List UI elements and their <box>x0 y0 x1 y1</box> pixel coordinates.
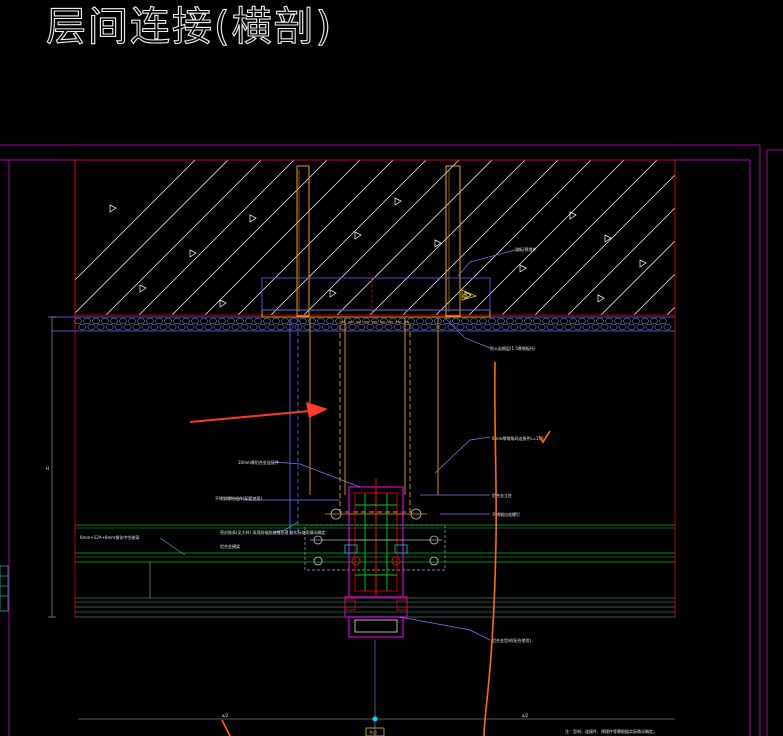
note-screw: 不锈钢自攻螺钉 <box>492 511 520 517</box>
markup-strokes <box>221 361 551 736</box>
dimension-total-height: H <box>46 466 49 471</box>
fire-insulation-band <box>52 316 675 332</box>
leader-lines <box>159 249 516 641</box>
drawing-title: 层间连接(横剖) <box>46 4 333 50</box>
floor-slab <box>74 159 676 617</box>
note-steel-bracket: 6mm厚钢角码连接件L=170 <box>492 435 544 441</box>
note-panel: 6mm+12A+6mm钢化中空玻璃 <box>80 534 139 540</box>
section-tag: 节点 <box>365 727 385 736</box>
glass-band <box>75 524 675 618</box>
note-bolt: 不锈钢螺栓组件(配套使用) <box>215 495 263 501</box>
dimension-lines <box>48 316 675 736</box>
note-mullion: 铝合金立柱 <box>492 492 512 498</box>
callout-arrow <box>189 402 328 423</box>
footnote: 注：型材、连接件、预埋件等需根据实际情况确定。 <box>565 728 657 734</box>
sheet-frame <box>0 144 783 736</box>
dimension-bottom-right: a/2 <box>522 713 529 718</box>
mullion-section <box>344 478 408 638</box>
dimension-bottom-left: a/2 <box>222 713 229 718</box>
note-seal: 密封胶条(见大样) 采用耐候胶嵌缝处理 按实际使用情况确定 <box>220 529 326 535</box>
embedded-brackets <box>261 165 491 318</box>
note-alu-plate: 10mm厚铝合金连接件 <box>238 459 279 465</box>
left-margin-ticks <box>0 565 9 612</box>
note-glass: 铝合金横梁 <box>220 543 240 549</box>
anchor-plate <box>261 275 491 318</box>
note-profile: 铝合金型材(配合使用) <box>492 637 532 643</box>
bolts <box>310 508 442 566</box>
note-anchor: 锚板/预埋件 <box>515 246 536 252</box>
note-fire-insulation: 防火岩棉层(1.5厚钢板托) <box>490 345 536 351</box>
svg-text:节点: 节点 <box>369 729 377 735</box>
